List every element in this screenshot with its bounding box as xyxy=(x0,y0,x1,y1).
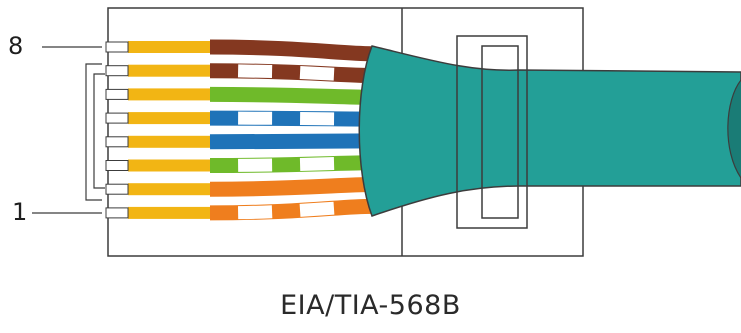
cable-jacket xyxy=(358,45,741,217)
wire-brown xyxy=(209,39,373,62)
gold-contacts xyxy=(105,41,214,219)
contact-pin-5 xyxy=(128,112,214,125)
contact-pin-4 xyxy=(128,135,214,148)
contact-tab-6 xyxy=(105,88,129,100)
contact-tab-4 xyxy=(105,136,129,148)
contact-tab-5 xyxy=(105,112,129,124)
wire-stripe-white-orange xyxy=(209,199,373,220)
wire-orange xyxy=(209,177,373,197)
wire-white-brown xyxy=(209,63,373,84)
wire-white-blue xyxy=(209,110,373,127)
wire-stripe-white-blue xyxy=(209,111,373,126)
latch-window-inner xyxy=(481,45,519,219)
standard-caption: EIA/TIA-568B xyxy=(280,290,461,321)
pin-guide-outline xyxy=(85,63,102,201)
contact-pin-8 xyxy=(128,41,214,53)
contact-tab-8 xyxy=(105,41,129,53)
wire-green xyxy=(209,86,373,105)
cable-end-shadow xyxy=(727,80,741,178)
contact-pin-6 xyxy=(128,88,214,101)
wire-stripe-white-green xyxy=(209,156,373,172)
wire-white-green xyxy=(209,155,373,173)
latch-window-outer xyxy=(456,35,528,229)
contact-tab-2 xyxy=(105,183,129,195)
wire-white-orange xyxy=(209,198,373,221)
contact-pin-2 xyxy=(128,183,214,196)
contact-tab-1 xyxy=(105,207,129,219)
wire-stripe-white-brown xyxy=(209,64,373,83)
cable-jacket-body xyxy=(358,45,741,217)
wire-blue xyxy=(209,133,373,150)
pin-guide-inner xyxy=(93,73,105,189)
contact-pin-7 xyxy=(128,64,214,77)
pin-1-label: 1 xyxy=(12,198,28,226)
contact-tab-7 xyxy=(105,65,129,77)
contact-tab-3 xyxy=(105,160,129,171)
cable-end-ring xyxy=(727,79,741,179)
contact-pin-1 xyxy=(128,206,214,219)
contact-pin-3 xyxy=(128,159,214,172)
pin-8-label: 8 xyxy=(8,32,24,60)
